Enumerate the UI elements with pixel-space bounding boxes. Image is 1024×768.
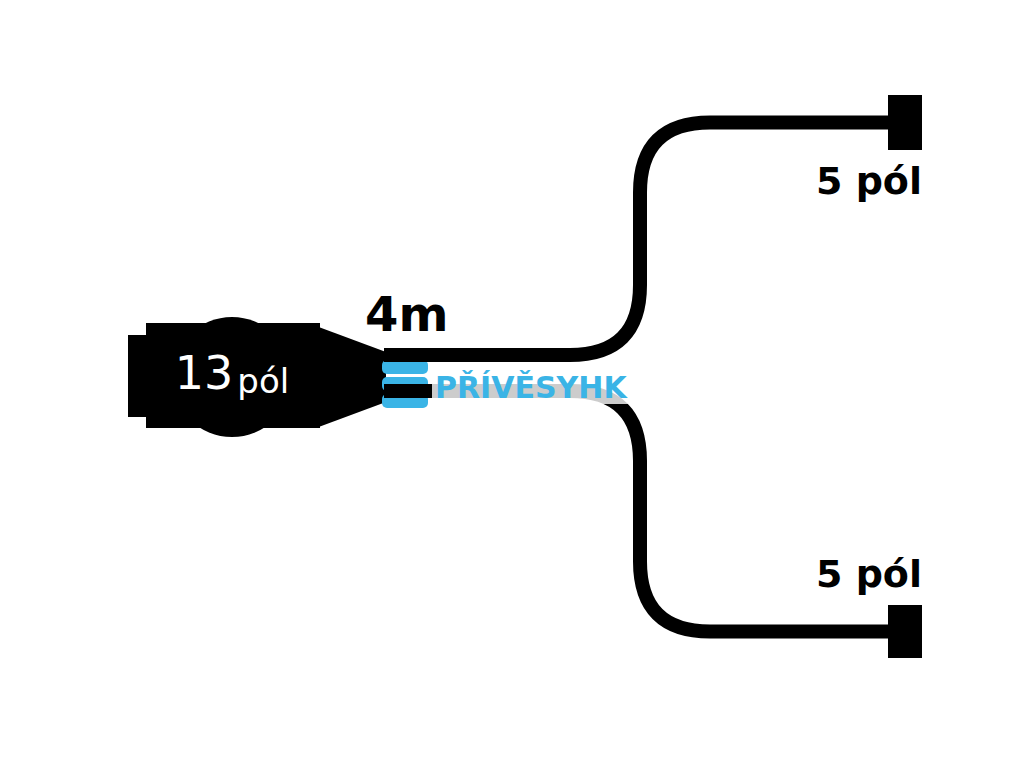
cable [384, 123, 889, 356]
pin-count: 13 [175, 350, 234, 396]
connector-5-pin: 5 pól [888, 605, 922, 658]
watermark: PŘÍVĚSYHK [432, 372, 630, 404]
plug-taper [316, 326, 386, 428]
connector-label: 5 pól [816, 162, 922, 200]
cable-length: 4m [365, 290, 448, 338]
connector-5-pin: 5 pól [888, 95, 922, 150]
plug-13-pin: 13pól [128, 318, 386, 432]
pin-unit: pól [237, 364, 289, 398]
cable [384, 391, 889, 632]
plug-socket [172, 317, 292, 437]
connector-label: 5 pól [816, 555, 922, 593]
